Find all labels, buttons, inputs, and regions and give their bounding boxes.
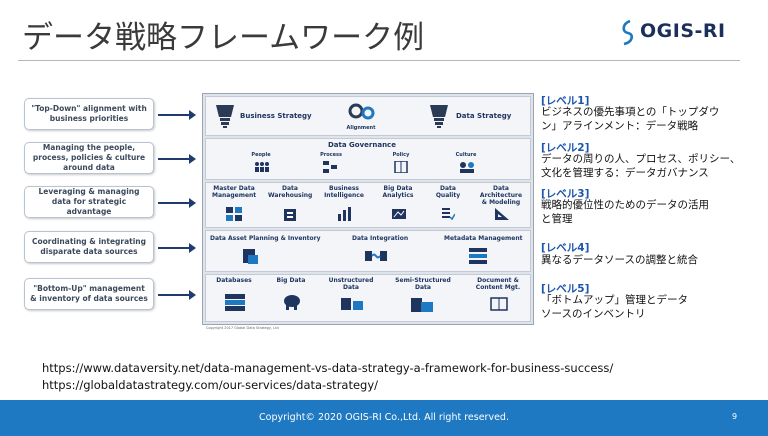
- left-box-2: Managing the people, process, policies &…: [24, 142, 154, 174]
- level4-text-1: 異なるデータソースの調整と統合: [541, 254, 698, 266]
- databases-label: Databases: [216, 277, 252, 284]
- company-logo: OGIS-RI: [618, 18, 748, 46]
- layer-integration: Data Asset Planning & Inventory Data Int…: [205, 230, 531, 272]
- culture-icon: [460, 162, 474, 173]
- governance-header: Data Governance: [328, 141, 396, 149]
- policy-book-icon: [394, 161, 408, 173]
- footer-copyright: Copyright© 2020 OGIS-RI Co.,Ltd. All rig…: [259, 412, 509, 423]
- document-book-icon: [490, 297, 508, 311]
- asset-planning-label: Data Asset Planning & Inventory: [210, 235, 321, 242]
- page-number: 9: [732, 412, 738, 421]
- level1-text-2: ン」アラインメント：データ戦略: [541, 120, 699, 132]
- triangle-ruler-icon: [495, 208, 509, 220]
- analytics-icon: [392, 209, 406, 219]
- big-data-label: Big Data: [276, 277, 306, 284]
- lightbulb-icon: [216, 105, 234, 128]
- process-label: Process: [320, 152, 342, 158]
- level2-text-1: データの周りの人、プロセス、ポリシー、: [541, 153, 741, 165]
- footer-bar: Copyright© 2020 OGIS-RI Co.,Ltd. All rig…: [0, 400, 768, 436]
- logo-text: OGIS-RI: [640, 20, 726, 42]
- warehousing-label: Data Warehousing: [268, 185, 313, 199]
- level3-label: [レベル3]: [541, 188, 590, 200]
- arrow-1: [158, 110, 196, 120]
- layer-governance: Data Governance People Process Policy Cu…: [205, 138, 531, 180]
- framework-diagram: Business Strategy Alignment Data Strateg…: [202, 93, 534, 325]
- master-data-label: Master Data Management: [212, 185, 257, 199]
- bi-label: Business Intelligence: [324, 185, 364, 199]
- culture-label: Culture: [455, 152, 477, 158]
- layer-strategy: Business Strategy Alignment Data Strateg…: [205, 96, 531, 136]
- metadata-icon: [469, 248, 487, 264]
- left-box-3: Leveraging & managing data for strategic…: [24, 186, 154, 218]
- quality-checklist-icon: [442, 208, 455, 221]
- business-strategy-label: Business Strategy: [240, 112, 312, 120]
- title-divider: [18, 60, 740, 61]
- level2-label: [レベル2]: [541, 142, 590, 154]
- level3-text-2: と管理: [541, 213, 573, 225]
- level4-label: [レベル4]: [541, 242, 590, 254]
- metadata-label: Metadata Management: [444, 235, 523, 242]
- database-icon: [225, 294, 245, 311]
- unstructured-label: Unstructured Data: [328, 277, 374, 291]
- document-content-label: Document & Content Mgt.: [475, 277, 521, 291]
- people-icon: [255, 162, 269, 172]
- integration-icon: [365, 251, 387, 261]
- master-data-icon: [226, 207, 242, 221]
- xml-document-icon: [411, 298, 433, 312]
- layer-data-management: Master Data Management Data Warehousing …: [205, 182, 531, 228]
- people-label: People: [251, 152, 271, 158]
- arrow-5: [158, 290, 196, 300]
- arrow-3: [158, 198, 196, 208]
- level2-text-2: 文化を管理する：データガバナンス: [541, 167, 709, 179]
- left-box-1: "Top-Down" alignment with business prior…: [24, 98, 154, 130]
- process-icon: [323, 161, 337, 173]
- elephant-icon: [284, 295, 300, 310]
- alignment-label: Alignment: [346, 125, 376, 131]
- inventory-icon: [243, 249, 258, 264]
- slide-title: データ戦略フレームワーク例: [22, 20, 425, 56]
- level3-text-1: 戦略的優位性のためのデータの活用: [541, 199, 709, 211]
- logo-mark-icon: [622, 19, 634, 46]
- level5-text-2: ソースのインベントリ: [541, 308, 646, 320]
- unstructured-media-icon: [341, 298, 363, 310]
- semi-structured-label: Semi-Structured Data: [395, 277, 451, 291]
- warehouse-icon: [284, 209, 296, 221]
- big-data-analytics-label: Big Data Analytics: [382, 185, 414, 199]
- data-integration-label: Data Integration: [352, 235, 409, 242]
- policy-label: Policy: [392, 152, 410, 158]
- reference-link-2[interactable]: https://globaldatastrategy.com/our-servi…: [42, 378, 379, 392]
- layer-sources: Databases Big Data Unstructured Data Sem…: [205, 274, 531, 322]
- data-strategy-label: Data Strategy: [456, 112, 512, 120]
- left-box-5: "Bottom-Up" management & inventory of da…: [24, 278, 154, 310]
- gears-icon: [348, 103, 375, 120]
- data-quality-label: Data Quality: [435, 185, 461, 199]
- left-box-4: Coordinating & integrating disparate dat…: [24, 231, 154, 263]
- bar-chart-icon: [338, 207, 351, 221]
- lightbulb-icon-2: [430, 105, 448, 128]
- arrow-2: [158, 154, 196, 164]
- architecture-label: Data Architecture & Modeling: [479, 185, 523, 206]
- level5-text-1: 「ボトムアップ」管理とデータ: [541, 294, 688, 306]
- level5-label: [レベル5]: [541, 283, 590, 295]
- level1-text-1: ビジネスの優先事項との「トップダウ: [541, 106, 720, 118]
- reference-link-1[interactable]: https://www.dataversity.net/data-managem…: [42, 361, 614, 375]
- arrow-4: [158, 243, 196, 253]
- diagram-copyright: Copyright 2017 Global Data Strategy, Ltd: [206, 326, 279, 330]
- level1-label: [レベル1]: [541, 95, 590, 107]
